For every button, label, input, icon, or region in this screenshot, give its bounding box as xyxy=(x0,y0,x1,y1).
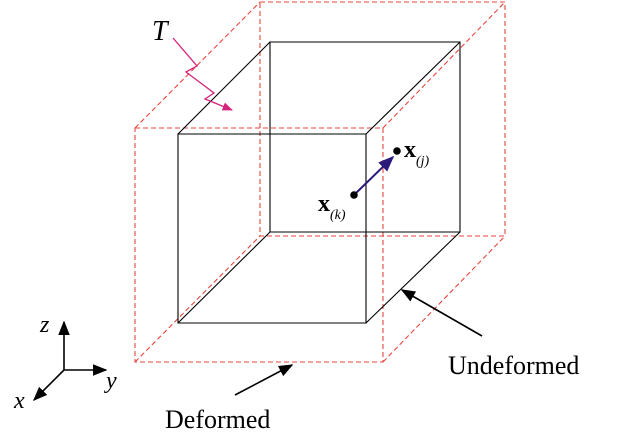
deformed-front-face xyxy=(134,127,384,363)
x-axis-label: x xyxy=(13,388,25,414)
deformed-edge-top-right xyxy=(382,1,506,129)
temperature-label: T xyxy=(152,16,170,47)
bond-vector-arrow xyxy=(354,155,395,195)
undeformed-edge-top-right xyxy=(365,41,461,135)
z-axis-label: z xyxy=(39,312,50,338)
point-j-label: x(j) xyxy=(404,137,430,169)
point-k-dot xyxy=(350,191,358,199)
undeformed-pointer-arrow xyxy=(400,289,483,337)
point-j-dot xyxy=(393,147,401,155)
x-axis-arrow xyxy=(32,369,65,402)
undeformed-edge-bottom-right xyxy=(365,231,461,324)
deformed-edge-bottom-left xyxy=(134,235,261,363)
point-j-symbol: x xyxy=(404,137,416,163)
undeformed-label: Undeformed xyxy=(448,351,579,380)
coordinate-axes xyxy=(32,320,108,402)
point-k-symbol: x xyxy=(318,191,330,217)
deformed-back-face xyxy=(259,1,506,237)
deformed-edge-top-left xyxy=(134,1,261,129)
point-k-subscript: (k) xyxy=(330,208,346,223)
deformed-cube xyxy=(134,1,506,363)
undeformed-edge-bottom-left xyxy=(177,231,271,324)
undeformed-edge-top-left xyxy=(177,41,271,135)
y-axis-label: y xyxy=(104,368,117,394)
heat-zigzag-arrow xyxy=(172,37,233,111)
point-k-label: x(k) xyxy=(318,191,346,223)
deformed-label: Deformed xyxy=(165,405,270,434)
undeformed-cube xyxy=(177,41,461,324)
deformed-edge-bottom-right xyxy=(382,235,506,363)
point-j-subscript: (j) xyxy=(416,154,430,169)
deformed-pointer-arrow xyxy=(234,364,294,396)
